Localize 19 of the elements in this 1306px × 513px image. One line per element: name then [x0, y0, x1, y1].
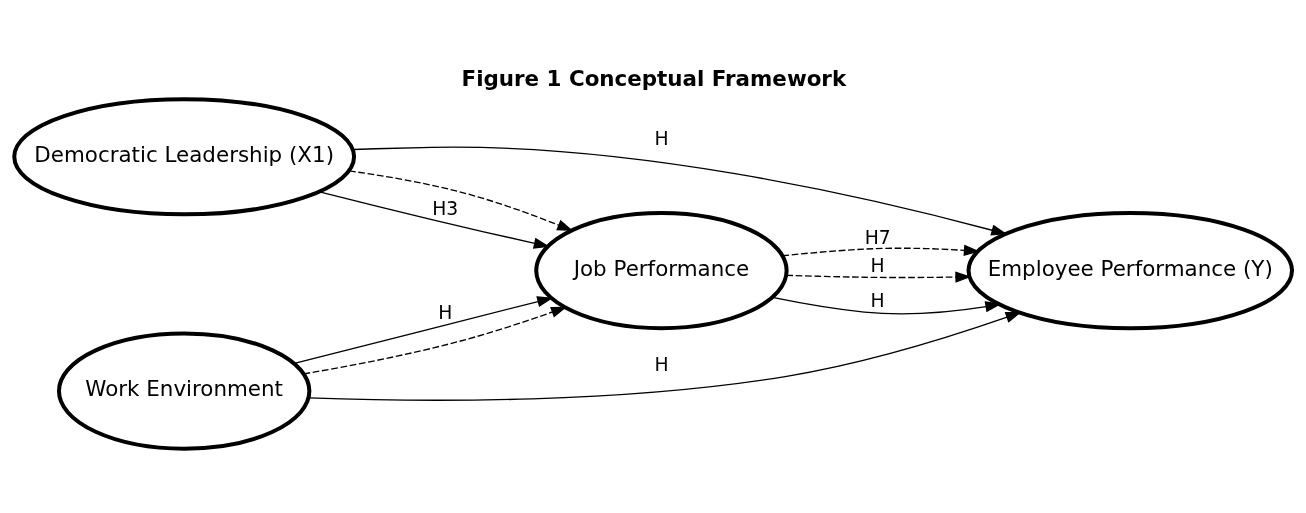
node-ellipse: Employee Performance (Y): [966, 210, 1294, 331]
arrow: [303, 306, 568, 375]
arrow: [293, 296, 554, 365]
arrow: [352, 146, 1008, 236]
arrow: [348, 170, 574, 232]
node-ellipse: Work Environment: [56, 331, 312, 451]
edge-label: H: [870, 255, 885, 277]
arrow: [308, 312, 1022, 401]
arrow: [781, 244, 980, 257]
edge-label: H: [654, 127, 669, 149]
arrow: [785, 271, 972, 283]
node-ellipse: Democratic Leadership (X1): [12, 97, 357, 217]
edge-label: H: [654, 354, 669, 376]
edge-label: H3: [432, 197, 459, 219]
arrow: [318, 191, 550, 249]
edge-label: H: [438, 302, 453, 324]
edge-label: H: [870, 289, 885, 311]
diagram-title: Figure 1 Conceptual Framework: [461, 65, 847, 91]
edge-label: H7: [864, 227, 891, 249]
